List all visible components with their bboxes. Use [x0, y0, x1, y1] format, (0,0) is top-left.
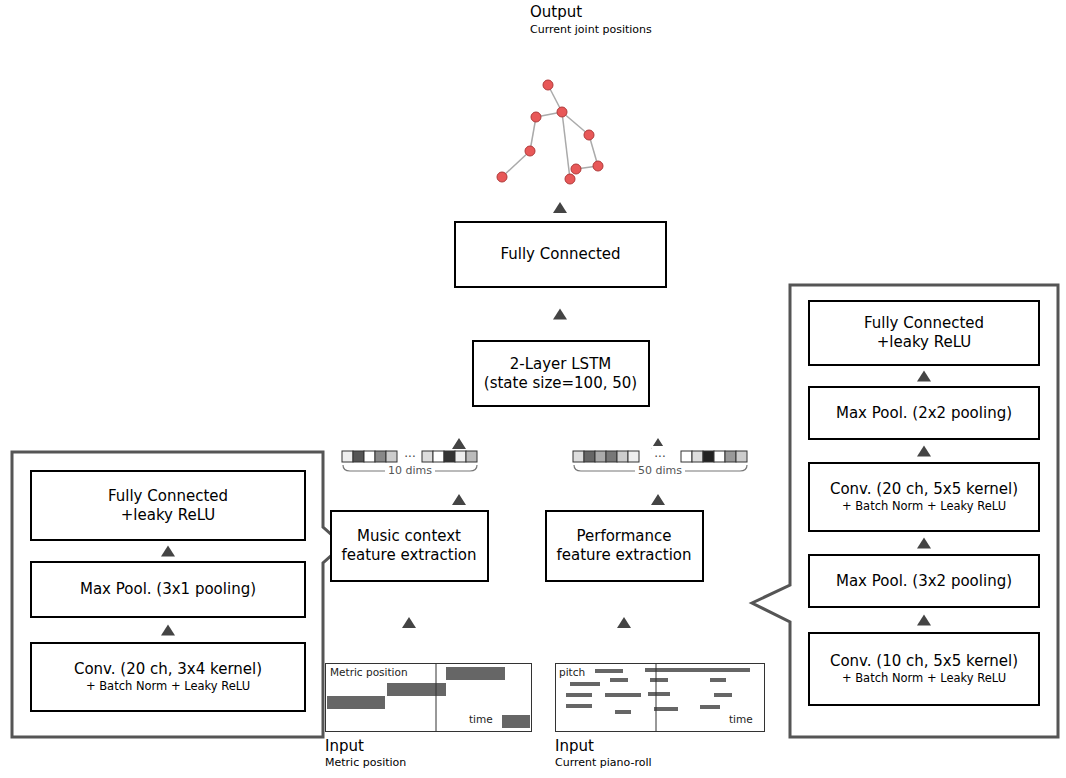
callout-panel: [12, 452, 343, 737]
flow-arrowhead: [917, 538, 931, 549]
box-label: Fully Connected +leaky ReLU: [108, 487, 228, 525]
ellipsis: ...: [651, 446, 668, 460]
text-line: 2-Layer LSTM: [484, 355, 637, 374]
dense-layer-box: Fully Connected +leaky ReLU: [30, 470, 306, 541]
skeleton-joints: [497, 80, 603, 184]
text-line: Performance: [557, 527, 692, 546]
flow-arrowhead: [917, 615, 931, 626]
output-heading: Output: [530, 3, 582, 21]
conv-layer-box: Conv. (10 ch, 5x5 kernel)+ Batch Norm + …: [808, 632, 1040, 706]
box-sublabel: + Batch Norm + Leaky ReLU: [842, 671, 1006, 685]
box-label: Conv. (20 ch, 3x4 kernel): [74, 660, 262, 679]
box-label: Performance feature extraction: [557, 527, 692, 565]
dimension-label: 50 dims: [635, 464, 685, 477]
text-line: +leaky ReLU: [108, 506, 228, 525]
box-label: Max Pool. (3x1 pooling): [80, 580, 256, 599]
flow-arrowhead: [917, 446, 931, 457]
pooling-box: Max Pool. (2x2 pooling): [808, 386, 1040, 440]
box-sublabel: time: [729, 713, 753, 726]
current-time-line: [436, 664, 437, 731]
skeleton-figure: [502, 85, 598, 179]
conv-layer-box: Conv. (20 ch, 5x5 kernel)+ Batch Norm + …: [808, 462, 1040, 532]
box-sublabel: time: [469, 713, 493, 726]
input-heading: Input: [325, 737, 364, 755]
pooling-box: Max Pool. (3x1 pooling): [30, 561, 306, 618]
feature-extractor-box: Music context feature extraction: [330, 510, 489, 582]
text-line: Fully Connected: [864, 314, 984, 333]
box-label: Conv. (20 ch, 5x5 kernel): [830, 480, 1018, 499]
text-line: Fully Connected: [108, 487, 228, 506]
dense-layer-box: Fully Connected: [454, 221, 667, 288]
box-label: Fully Connected +leaky ReLU: [864, 314, 984, 352]
callout-panel: [752, 285, 1058, 737]
box-label: Conv. (10 ch, 5x5 kernel): [830, 652, 1018, 671]
text-line: Music context: [342, 527, 477, 546]
box-label: pitch: [559, 666, 585, 679]
flow-arrowhead: [161, 625, 175, 636]
box-label: Fully Connected: [500, 245, 620, 264]
lstm-box: 2-Layer LSTM (state size=100, 50): [472, 340, 650, 407]
box-label: 2-Layer LSTM (state size=100, 50): [484, 355, 637, 393]
metric-input-box: Metric position time: [325, 663, 532, 732]
box-label: Max Pool. (2x2 pooling): [836, 404, 1012, 423]
box-label: Max Pool. (3x2 pooling): [836, 572, 1012, 591]
text-line: (state size=100, 50): [484, 374, 637, 393]
conv-layer-box: Conv. (20 ch, 3x4 kernel)+ Batch Norm + …: [30, 642, 306, 712]
input-caption: Current piano-roll: [555, 756, 652, 769]
ellipsis: ...: [401, 446, 418, 460]
box-label: Music context feature extraction: [342, 527, 477, 565]
input-caption: Metric position: [325, 756, 406, 769]
flow-arrowhead: [553, 202, 567, 213]
flow-arrowhead: [402, 617, 416, 628]
box-label: Metric position: [330, 666, 408, 679]
input-heading: Input: [555, 737, 594, 755]
dimension-label: 10 dims: [385, 464, 435, 477]
flow-arrowhead: [161, 546, 175, 557]
metric-roll-bars: [327, 667, 530, 728]
flow-arrowhead: [617, 617, 631, 628]
pooling-box: Max Pool. (3x2 pooling): [808, 554, 1040, 608]
text-line: feature extraction: [557, 546, 692, 565]
flow-arrowhead: [452, 438, 466, 505]
flow-arrowhead: [553, 309, 567, 320]
box-sublabel: + Batch Norm + Leaky ReLU: [86, 679, 250, 693]
piano-roll-bars: [566, 668, 750, 714]
text-line: feature extraction: [342, 546, 477, 565]
dense-layer-box: Fully Connected +leaky ReLU: [808, 300, 1040, 366]
piano-roll-box: pitch time: [555, 663, 765, 732]
output-caption: Current joint positions: [530, 23, 652, 36]
current-time-line: [656, 664, 657, 731]
flow-arrowhead: [917, 371, 931, 382]
text-line: +leaky ReLU: [864, 333, 984, 352]
box-sublabel: + Batch Norm + Leaky ReLU: [842, 499, 1006, 513]
feature-extractor-box: Performance feature extraction: [545, 510, 704, 582]
